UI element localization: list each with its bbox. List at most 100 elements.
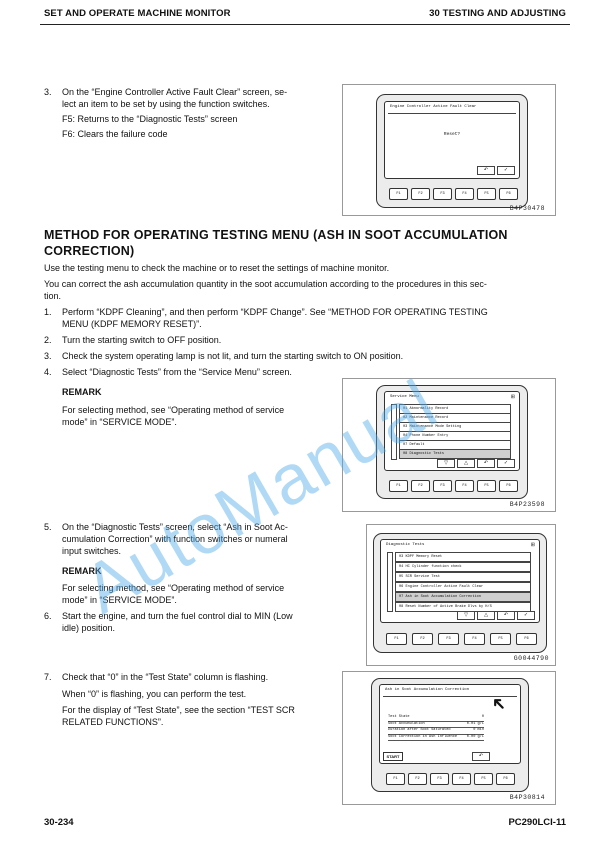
monitor-1-icon-row: ↶ ✓ <box>477 166 515 175</box>
figure-2: Service Menu ⊞ 01 Abnormality Record 02 … <box>342 378 556 512</box>
f6-key[interactable]: F6 <box>516 633 537 645</box>
monitor-2-icon-row: ▽ △ ↶ ✓ <box>437 459 515 468</box>
step-4-remark-line2: mode” in “SERVICE MODE”. <box>62 417 177 427</box>
step-3-f6: F6: Clears the failure code <box>62 129 168 139</box>
figure-4: Ash in Soot Accumulation Correction ➜ Te… <box>342 671 556 805</box>
diag-item-ash-in-soot-correction[interactable]: 07 Ash in Soot Accumulation Correction <box>395 592 531 602</box>
check-icon: ✓ <box>497 166 515 175</box>
monitor-3-title: Diagnostic Tests <box>386 543 425 547</box>
f2-key[interactable]: F2 <box>411 188 430 200</box>
table-row: Test State 0 <box>388 715 484 722</box>
f4-key[interactable]: F4 <box>452 773 471 785</box>
monitor-1-fkeys: F1 F2 F3 F4 F5 F6 <box>389 188 518 200</box>
monitor-4-icon-row: ↶ <box>472 752 490 761</box>
monitor-3: Diagnostic Tests ⊞ 03 KDPF Memory Reset … <box>373 533 547 653</box>
f6-key[interactable]: F6 <box>496 773 515 785</box>
undo-icon: ↶ <box>472 752 490 761</box>
monitor-3-screen: Diagnostic Tests ⊞ 03 KDPF Memory Reset … <box>380 539 540 623</box>
f5-key[interactable]: F5 <box>477 480 496 492</box>
f5-key[interactable]: F5 <box>490 633 511 645</box>
f6-key[interactable]: F6 <box>499 188 518 200</box>
step-5-line2: cumulation Correction” with function swi… <box>62 534 288 544</box>
row-value: 0.00 g/L <box>466 734 484 739</box>
down-icon: ▽ <box>437 459 455 468</box>
start-button[interactable]: START <box>383 752 403 761</box>
row-label: Test State <box>388 715 410 719</box>
step-6-line1: Start the engine, and turn the fuel cont… <box>62 611 293 621</box>
diag-item-kdpf-memory-reset[interactable]: 03 KDPF Memory Reset <box>395 552 531 562</box>
f2-key[interactable]: F2 <box>411 480 430 492</box>
step-1-line1: Perform “KDPF Cleaning”, and then perfor… <box>62 307 488 317</box>
table-row: Soot Correction in Ash Influence 0.00 g/… <box>388 734 484 741</box>
f3-key[interactable]: F3 <box>433 480 452 492</box>
step-1-number: 1. <box>44 307 52 317</box>
section-title-line2: CORRECTION) <box>44 244 135 258</box>
step-7-line1: Check that “0” in the “Test State” colum… <box>62 672 269 682</box>
check-icon: ✓ <box>517 611 535 620</box>
f6-key[interactable]: F6 <box>499 480 518 492</box>
step-3b-text: Check the system operating lamp is not l… <box>62 351 404 361</box>
f4-key[interactable]: F4 <box>464 633 485 645</box>
step-5-remark-line2: mode” in “SERVICE MODE”. <box>62 595 177 605</box>
row-label: Duration after Soot Saturated <box>388 728 451 732</box>
f1-key[interactable]: F1 <box>389 480 408 492</box>
row-label: Soot Accumulation <box>388 721 425 726</box>
f2-key[interactable]: F2 <box>412 633 433 645</box>
monitor-4: Ash in Soot Accumulation Correction ➜ Te… <box>371 678 529 792</box>
monitor-4-fkeys: F1 F2 F3 F4 F5 F6 <box>386 773 515 785</box>
step-5-remark-label: REMARK <box>62 566 102 576</box>
test-state-table: Test State 0 Soot Accumulation 0.01 g/L … <box>388 715 484 741</box>
figure-3-code: G0044790 <box>513 655 549 662</box>
f4-key[interactable]: F4 <box>455 188 474 200</box>
step-6-line2: idle) position. <box>62 623 116 633</box>
f3-key[interactable]: F3 <box>430 773 449 785</box>
monitor-3-fkeys: F1 F2 F3 F4 F5 F6 <box>386 633 537 645</box>
step-5-remark-line1: For selecting method, see “Operating met… <box>62 583 285 593</box>
f2-key[interactable]: F2 <box>408 773 427 785</box>
header-title-left: SET AND OPERATE MACHINE MONITOR <box>44 8 231 19</box>
f3-key[interactable]: F3 <box>433 188 452 200</box>
figure-1: Engine Controller Active Fault Clear Res… <box>342 84 556 216</box>
f1-key[interactable]: F1 <box>389 188 408 200</box>
step-1-line2: MENU (KDPF MEMORY RESET)”. <box>62 319 202 329</box>
monitor-2: Service Menu ⊞ 01 Abnormality Record 02 … <box>376 385 528 499</box>
step-4-number: 4. <box>44 367 52 377</box>
menu-item-diagnostic-tests[interactable]: 08 Diagnostic Tests <box>399 449 511 459</box>
step-7-line2: When “0” is flashing, you can perform th… <box>62 689 247 699</box>
f1-key[interactable]: F1 <box>386 773 405 785</box>
monitor-3-scrollbar[interactable] <box>387 552 393 612</box>
monitor-2-scrollbar[interactable] <box>391 404 397 460</box>
monitor-4-screen: Ash in Soot Accumulation Correction ➜ Te… <box>379 684 521 764</box>
f3-key[interactable]: F3 <box>438 633 459 645</box>
monitor-1-title: Engine Controller Active Fault Clear <box>390 105 477 109</box>
f5-key[interactable]: F5 <box>477 188 496 200</box>
f4-key[interactable]: F4 <box>455 480 474 492</box>
f1-key[interactable]: F1 <box>386 633 407 645</box>
diag-item-engine-controller-fault-clear[interactable]: 06 Engine Controller Active Fault Clear <box>395 582 531 592</box>
figure-4-code: B4P30814 <box>509 794 545 801</box>
section-intro: Use the testing menu to check the machin… <box>44 263 390 273</box>
up-icon: △ <box>477 611 495 620</box>
figure-2-code: B4P23598 <box>509 501 545 508</box>
monitor-3-icon-row: ▽ △ ↶ ✓ <box>457 611 535 620</box>
check-icon: ✓ <box>497 459 515 468</box>
monitor-2-screen: Service Menu ⊞ 01 Abnormality Record 02 … <box>384 391 520 471</box>
up-icon: △ <box>457 459 475 468</box>
header-title-right: 30 TESTING AND ADJUSTING <box>429 8 566 19</box>
table-row: Soot Accumulation 0.01 g/L <box>388 721 484 728</box>
section-p2-line2: tion. <box>44 291 62 301</box>
monitor-2-title: Service Menu <box>390 395 419 399</box>
page-number: 30-234 <box>44 817 74 828</box>
header-rule <box>40 24 570 25</box>
step-3b-number: 3. <box>44 351 52 361</box>
row-value: 0 <box>481 715 484 719</box>
step-4-text: Select “Diagnostic Tests” from the “Serv… <box>62 367 292 377</box>
undo-icon: ↶ <box>477 459 495 468</box>
diag-item-scr-service-test[interactable]: 05 SCR Service Test <box>395 572 531 582</box>
f5-key[interactable]: F5 <box>474 773 493 785</box>
diag-item-hc-cylinder-check[interactable]: 04 HC Cylinder function check <box>395 562 531 572</box>
undo-icon: ↶ <box>497 611 515 620</box>
figure-1-code: B4P30478 <box>509 205 545 212</box>
step-5-line3: input switches. <box>62 546 122 556</box>
undo-icon: ↶ <box>477 166 495 175</box>
